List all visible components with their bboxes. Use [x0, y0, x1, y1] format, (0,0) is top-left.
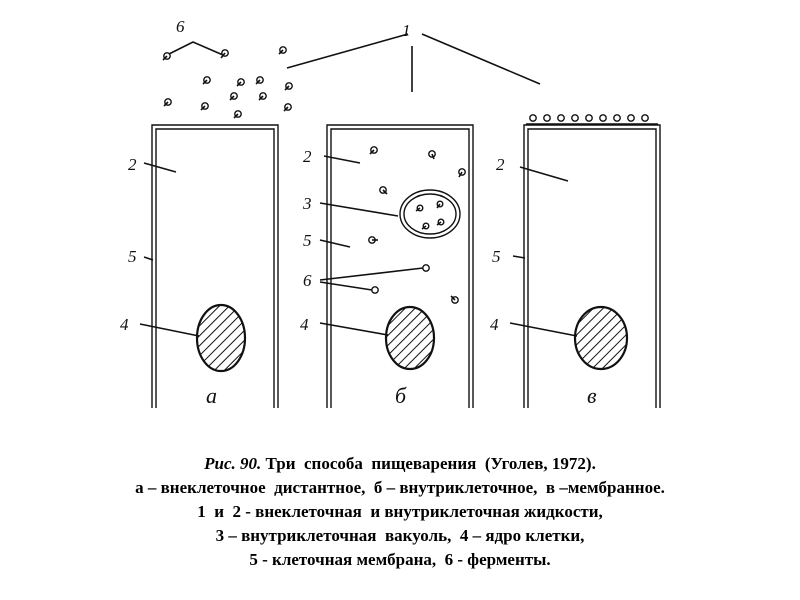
label-5-v: 5 [492, 247, 501, 266]
caption-line-2: а – внеклеточное дистантное, б – внутрик… [0, 476, 800, 500]
label-5-b: 5 [303, 231, 312, 250]
label-3-b: 3 [302, 194, 312, 213]
enzymes-extracellular [163, 42, 292, 118]
label-2-b: 2 [303, 147, 312, 166]
label-4-b: 4 [300, 315, 309, 334]
caption-line-1: Рис. 90. Три способа пищеварения (Уголев… [0, 452, 800, 476]
panel-label-a: а [206, 383, 217, 408]
nucleus-a [197, 305, 245, 371]
panel-label-b: б [395, 383, 407, 408]
label-6-top: 6 [176, 17, 185, 36]
label-5-a: 5 [128, 247, 137, 266]
enzymes-intracellular [369, 147, 465, 303]
caption-figure-ref: Рис. 90. [204, 454, 261, 473]
nucleus-v [575, 307, 627, 369]
caption-line-4: 3 – внутриклеточная вакуоль, 4 – ядро кл… [0, 524, 800, 548]
caption-line-3: 1 и 2 - внеклеточная и внутриклеточная ж… [0, 500, 800, 524]
nucleus-b [386, 307, 434, 369]
digestion-diagram: 1 6 2 5 4 2 3 5 6 4 2 5 4 а б в [0, 0, 800, 440]
label-1: 1 [402, 21, 411, 40]
caption-title: Три способа пищеварения (Уголев, 1972). [261, 454, 596, 473]
enzymes-membrane [526, 115, 658, 124]
panel-label-v: в [587, 383, 597, 408]
label-4-a: 4 [120, 315, 129, 334]
figure-caption: Рис. 90. Три способа пищеварения (Уголев… [0, 452, 800, 572]
label-2-a: 2 [128, 155, 137, 174]
label-4-v: 4 [490, 315, 499, 334]
caption-line-5: 5 - клеточная мембрана, 6 - ферменты. [0, 548, 800, 572]
label-6-b: 6 [303, 271, 312, 290]
vacuole [400, 190, 460, 238]
label-2-v: 2 [496, 155, 505, 174]
